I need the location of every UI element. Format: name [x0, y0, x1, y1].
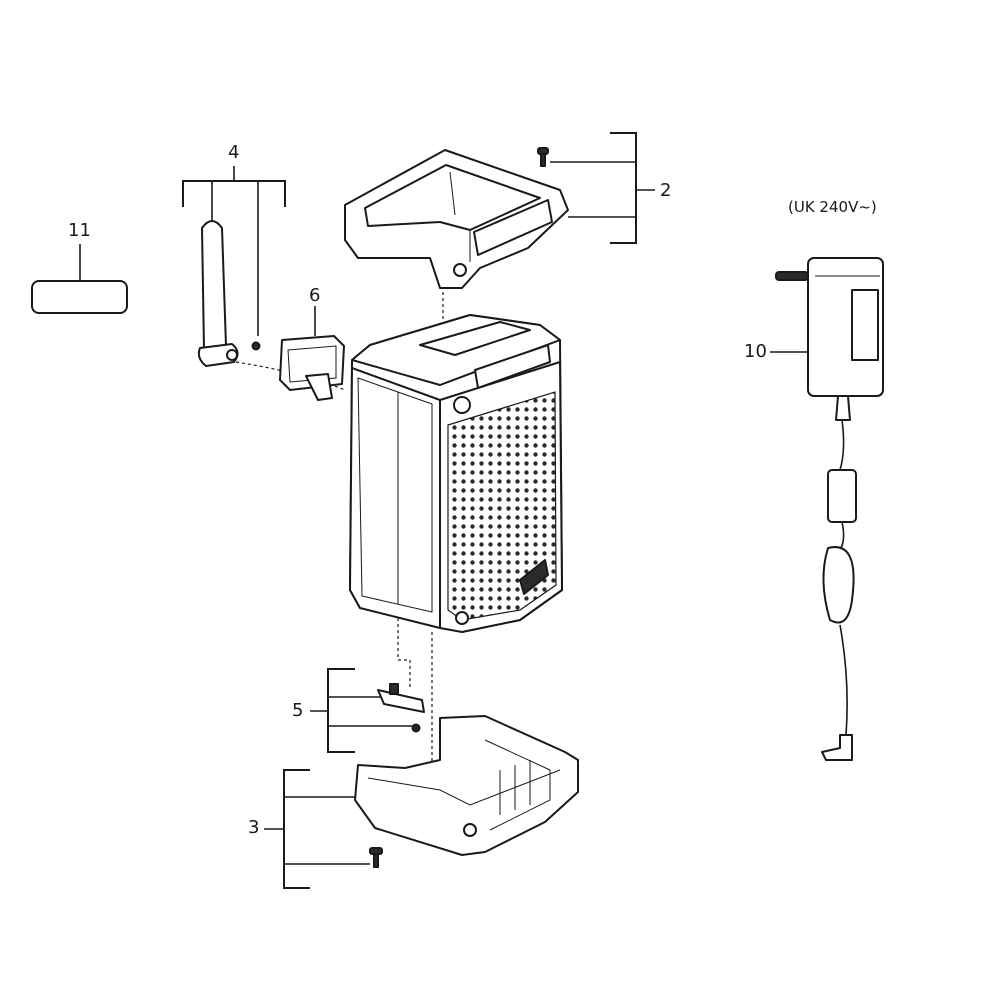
- part-3-bottom-frame: [264, 715, 579, 889]
- callout-3: 3: [248, 817, 260, 838]
- part-4-antenna: [182, 166, 346, 391]
- radio-body: [349, 314, 563, 780]
- callout-5: 5: [292, 700, 304, 721]
- callout-11: 11: [68, 220, 91, 241]
- part-10-power-adapter: [770, 257, 884, 761]
- part-6-cover: [279, 306, 345, 401]
- voltage-note: (UK 240V~): [788, 198, 877, 216]
- callout-10: 10: [744, 341, 767, 362]
- callout-6: 6: [309, 285, 321, 306]
- part-5-switch-plate: [310, 668, 425, 753]
- part-11-label-plate: [31, 244, 128, 314]
- callout-2: 2: [660, 180, 672, 201]
- callout-4: 4: [228, 142, 240, 163]
- part-2-top-frame: [344, 132, 655, 330]
